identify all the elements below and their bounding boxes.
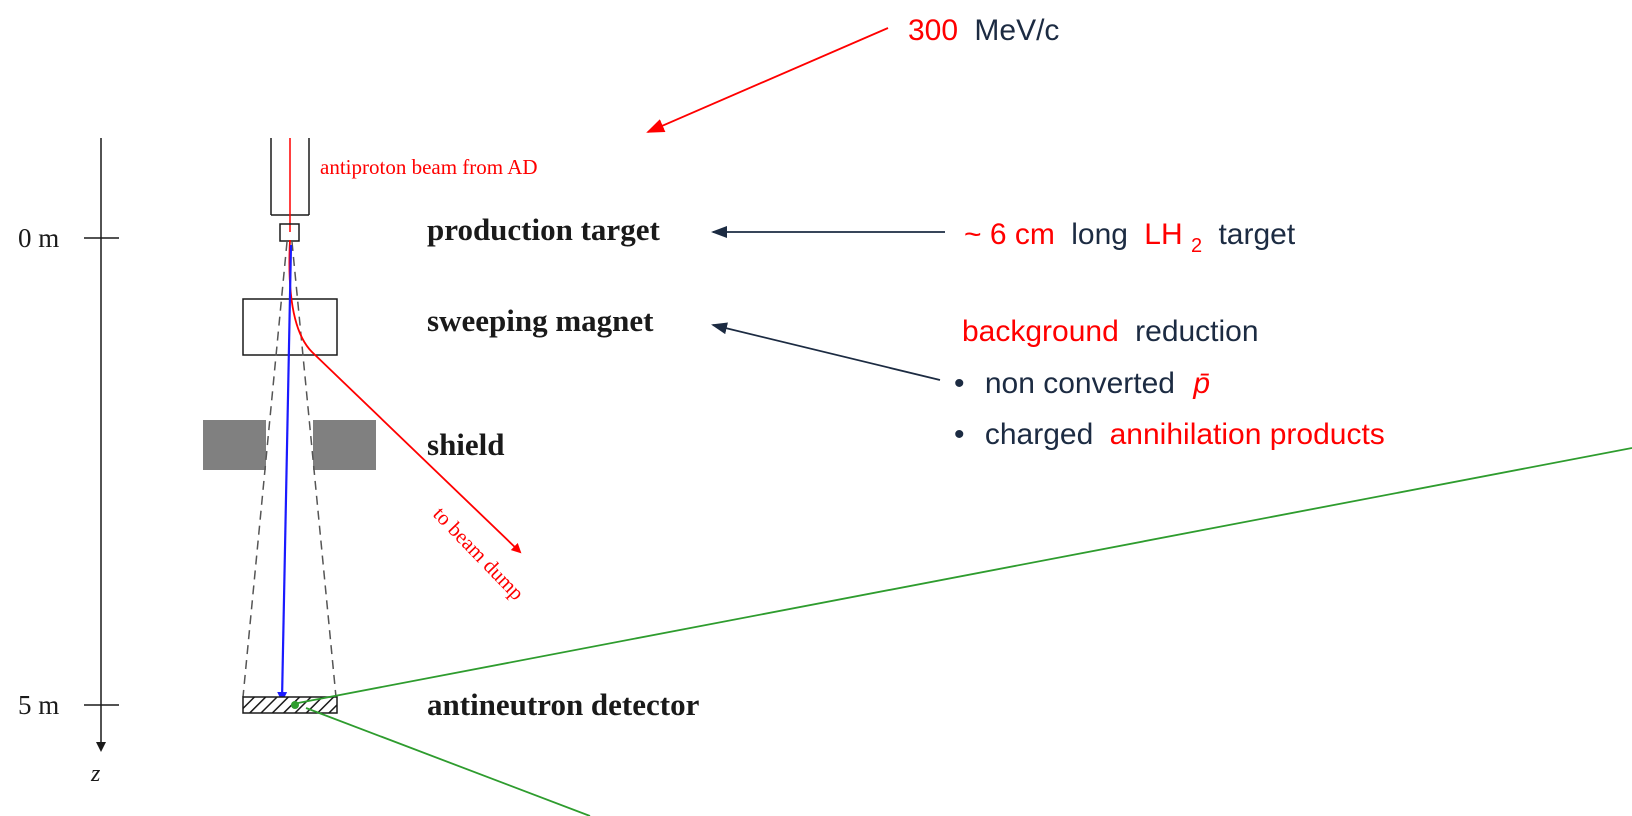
- acceptance-cone-right: [291, 241, 337, 698]
- label-sweeping-magnet: sweeping magnet: [427, 303, 654, 338]
- annihilation-products: annihilation products: [1110, 418, 1385, 451]
- bullet-1-text: non converted: [985, 367, 1175, 400]
- acceptance-cone-left: [242, 241, 288, 698]
- zoom-line-lower: [305, 707, 591, 816]
- momentum-unit: MeV/c: [974, 14, 1059, 47]
- antineutron-track: [277, 244, 293, 702]
- label-production-target: production target: [427, 212, 660, 247]
- momentum-value: 300: [908, 14, 958, 47]
- deflected-beam-track: [288, 239, 522, 554]
- antiproton-symbol: p̄: [1192, 367, 1210, 400]
- momentum-arrow: [646, 27, 889, 133]
- zoom-line-upper: [297, 447, 1632, 704]
- reduction-word: reduction: [1135, 315, 1258, 348]
- bullet-char-1: •: [954, 367, 965, 400]
- background-heading: background reduction: [962, 315, 1259, 348]
- antineutron-detector-box: [242, 696, 338, 714]
- bullet-charged-products: • charged annihilation products: [954, 418, 1385, 451]
- label-beam-source: antiproton beam from AD: [320, 155, 538, 179]
- axis-label-z: z: [90, 761, 101, 787]
- label-shield: shield: [427, 427, 505, 462]
- label-beam-dump: to beam dump: [428, 502, 529, 605]
- detector-hit-point: [291, 701, 299, 709]
- bullet-char-2: •: [954, 418, 965, 451]
- axis-label-0m: 0 m: [18, 223, 59, 253]
- background-word: background: [962, 315, 1119, 348]
- target-lh: LH: [1144, 218, 1182, 251]
- shield-block-left: [203, 420, 266, 470]
- momentum-annotation: 300 MeV/c: [908, 14, 1059, 47]
- shield-block-right: [313, 420, 376, 470]
- target-annotation: ~ 6 cm long LH 2 target: [964, 218, 1296, 259]
- target-word: target: [1218, 218, 1295, 251]
- magnet-arrow: [711, 322, 941, 381]
- z-axis: 0 m 5 m z: [18, 138, 119, 787]
- target-lh-subscript: 2: [1191, 235, 1202, 257]
- bullet-non-converted: • non converted p̄: [954, 367, 1210, 400]
- target-long: long: [1071, 218, 1128, 251]
- axis-label-5m: 5 m: [18, 690, 59, 720]
- target-length: ~ 6 cm: [964, 218, 1055, 251]
- bullet-2-text: charged: [985, 418, 1093, 451]
- label-detector: antineutron detector: [427, 687, 700, 722]
